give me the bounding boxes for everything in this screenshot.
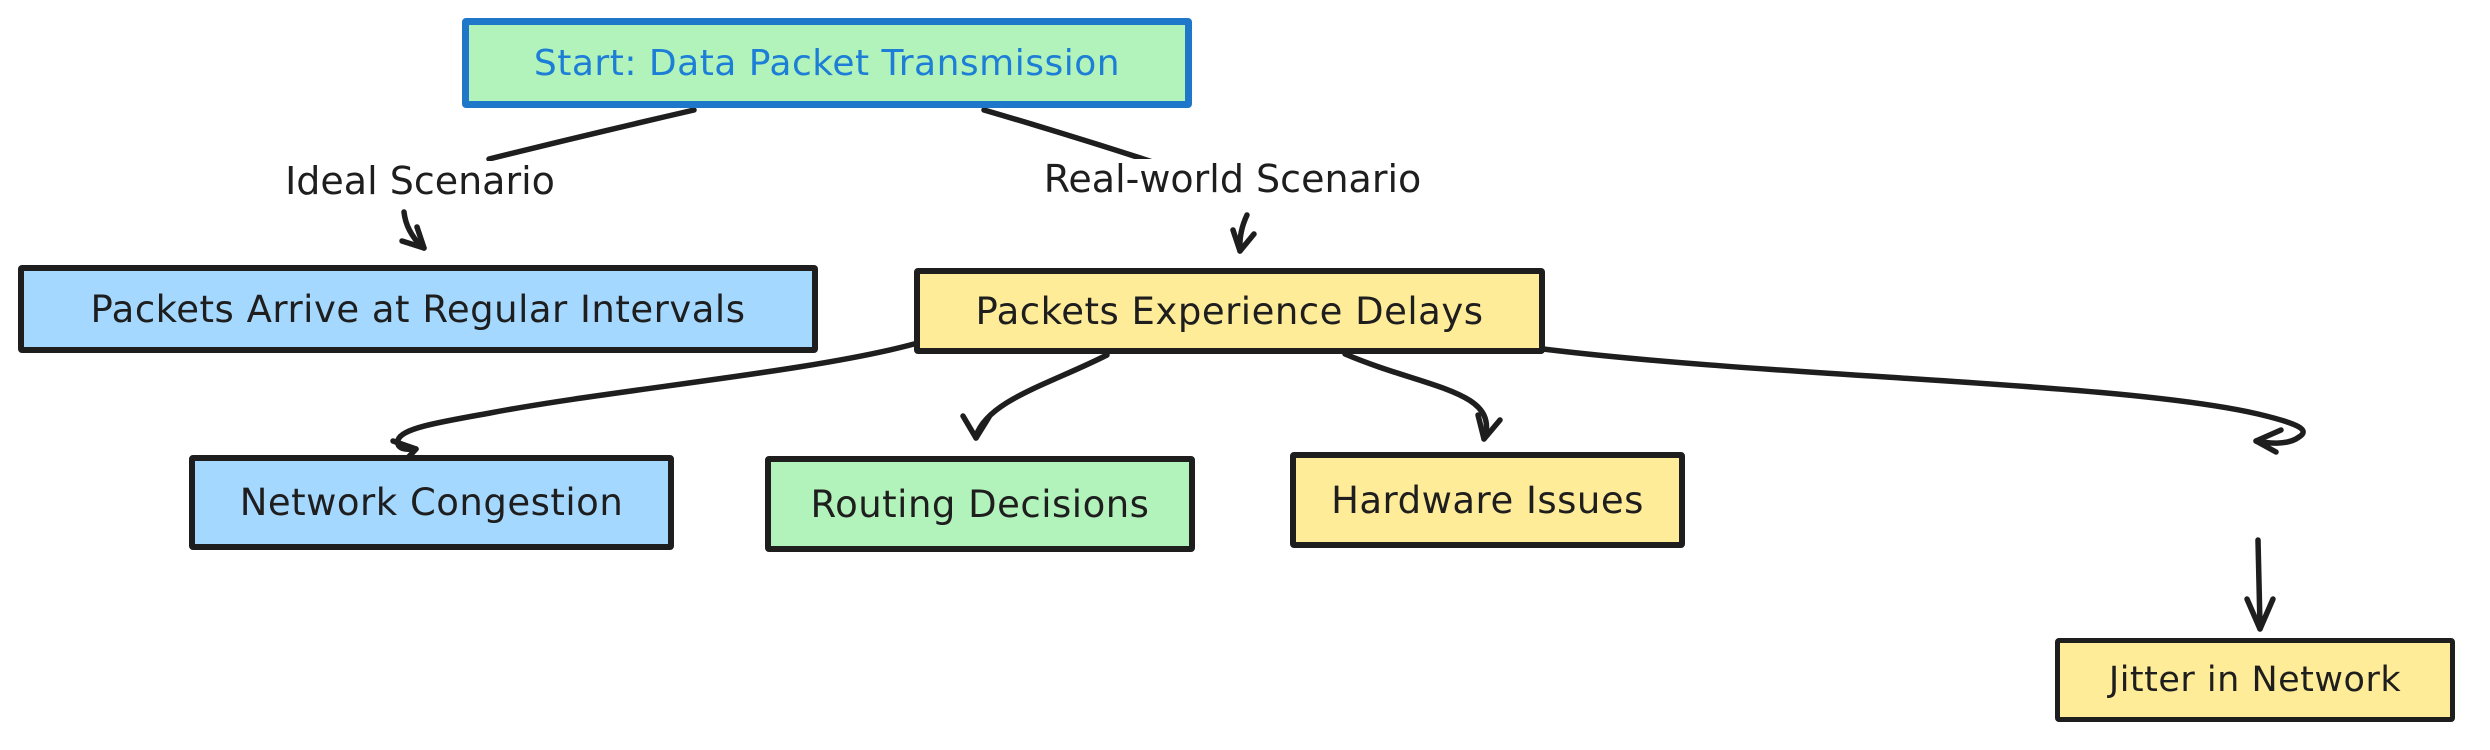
edge-delays-to-routing: [960, 352, 1110, 441]
node-start-label: Start: Data Packet Transmission: [533, 42, 1121, 84]
edge-delays-to-jitter: [1540, 346, 2306, 455]
node-hardware-issues: Hardware Issues: [1290, 452, 1685, 548]
edge-delays-to-congestion: [390, 341, 917, 466]
node-routing-decisions: Routing Decisions: [765, 456, 1195, 552]
node-packets-arrive-regular-intervals: Packets Arrive at Regular Intervals: [18, 265, 818, 353]
edge-label-ideal-scenario: Ideal Scenario: [270, 160, 570, 203]
node-network-congestion: Network Congestion: [189, 455, 674, 550]
node-jitter-in-network: Jitter in Network: [2055, 638, 2455, 722]
edge-delays-to-hardware: [1342, 351, 1503, 442]
edge-label-real-world-scenario: Real-world Scenario: [1040, 158, 1425, 201]
node-routing-label: Routing Decisions: [810, 482, 1150, 526]
edge-jitter-vertical-arrow: [2244, 537, 2276, 632]
node-delays-label: Packets Experience Delays: [975, 289, 1484, 333]
node-start: Start: Data Packet Transmission: [462, 18, 1192, 108]
node-packets-experience-delays: Packets Experience Delays: [914, 268, 1545, 354]
node-hardware-label: Hardware Issues: [1331, 478, 1644, 522]
node-congestion-label: Network Congestion: [239, 481, 624, 524]
node-regular-label: Packets Arrive at Regular Intervals: [90, 287, 746, 331]
node-jitter-label: Jitter in Network: [2108, 660, 2402, 700]
